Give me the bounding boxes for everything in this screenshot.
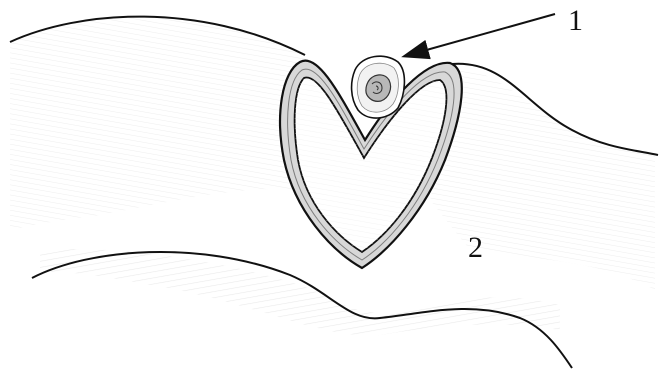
- label-1: 1: [568, 6, 583, 36]
- pointer-arrow: [405, 14, 555, 56]
- right-band-shading: [430, 68, 655, 290]
- label-2: 2: [468, 233, 483, 263]
